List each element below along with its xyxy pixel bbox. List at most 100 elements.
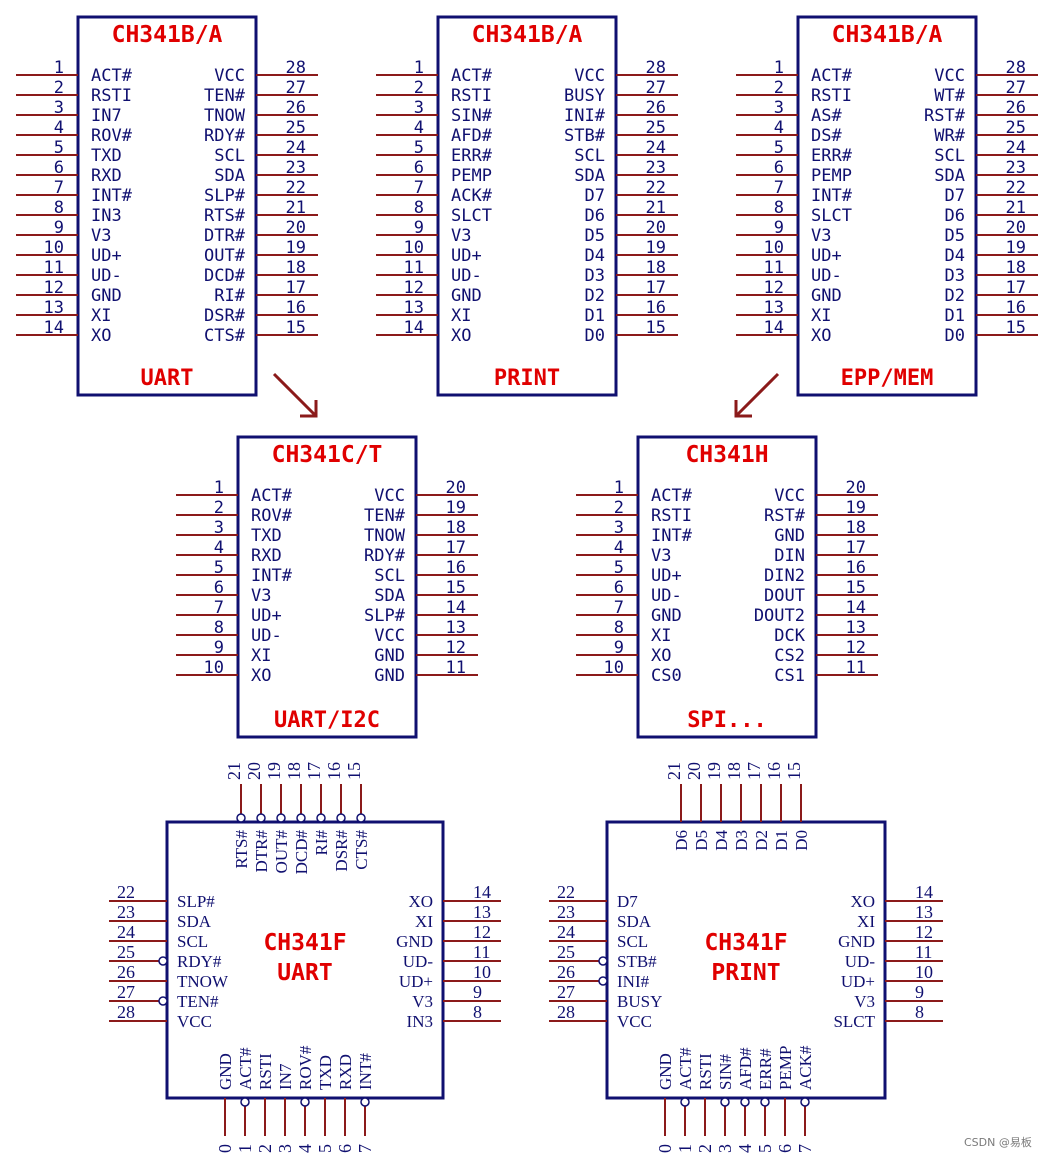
pin-label: BUSY — [564, 86, 605, 106]
pin-number: 18 — [1006, 258, 1026, 278]
pin-label: D6 — [672, 830, 691, 851]
pin-number: 27 — [557, 982, 575, 1002]
pin-label: VCC — [774, 486, 805, 506]
pin-label: UD+ — [251, 606, 282, 626]
pin-number: 28 — [646, 58, 666, 78]
pin-label: ACT# — [811, 66, 853, 86]
pin-number: 5 — [414, 138, 424, 158]
pin-number: 19 — [446, 498, 466, 518]
watermark: CSDN @易板 — [964, 1135, 1032, 1149]
pin-label: WR# — [934, 126, 965, 146]
active-low-bubble — [760, 1097, 770, 1107]
pin-number: 11 — [915, 942, 932, 962]
pin-number: 11 — [404, 258, 424, 278]
pin-label: UD+ — [91, 246, 122, 266]
pin-label: CS0 — [651, 666, 682, 686]
chip-title: CH341F — [704, 930, 787, 956]
pin-label: PEMP — [451, 166, 492, 186]
chip-title: CH341B/A — [832, 22, 943, 48]
pin-label: SCL — [934, 146, 965, 166]
pin-label: ERR# — [451, 146, 493, 166]
pin-label: XI — [251, 646, 271, 666]
pin-label: D5 — [585, 226, 605, 246]
pin-number: 27 — [117, 982, 135, 1002]
pin-label: OUT# — [272, 830, 291, 874]
pin-label: XO — [251, 666, 271, 686]
pin-number: 12 — [404, 278, 424, 298]
pin-number: 6 — [775, 1144, 795, 1153]
pin-label: RXD — [336, 1054, 355, 1090]
pin-label: SCL — [214, 146, 245, 166]
pin-label: SLCT — [811, 206, 852, 226]
pin-label: GND — [396, 932, 433, 951]
pin-label: V3 — [854, 992, 875, 1011]
pin-label: UD+ — [841, 972, 875, 991]
active-low-bubble — [598, 956, 608, 966]
chip-mode: UART — [141, 366, 194, 391]
pin-number: 24 — [646, 138, 666, 158]
pin-number: 20 — [286, 218, 306, 238]
pin-label: V3 — [91, 226, 111, 246]
pin-label: DTR# — [252, 830, 271, 873]
pin-number: 23 — [117, 902, 135, 922]
pin-label: RSTI — [651, 506, 692, 526]
pin-label: VCC — [374, 486, 405, 506]
active-low-bubble — [236, 813, 246, 823]
pin-number: 20 — [446, 478, 466, 498]
pin-number: 23 — [1006, 158, 1026, 178]
pin-label: D6 — [585, 206, 605, 226]
pin-label: UD- — [845, 952, 876, 971]
pin-number: 12 — [446, 638, 466, 658]
pin-label: VCC — [374, 626, 405, 646]
pin-number: 26 — [286, 98, 306, 118]
pin-number: 26 — [646, 98, 666, 118]
pin-label: TNOW — [177, 972, 229, 991]
pin-label: INT# — [251, 566, 293, 586]
pin-number: 7 — [614, 598, 624, 618]
chip-mode: SPI... — [687, 708, 766, 733]
chip-ch341f-print: CH341FPRINT21D620D519D418D317D216D115D02… — [549, 762, 943, 1153]
pin-label: INT# — [91, 186, 133, 206]
active-low-bubble — [800, 1097, 810, 1107]
pin-label: D1 — [772, 830, 791, 851]
pin-number: 15 — [1006, 318, 1026, 338]
pin-label: SDA — [574, 166, 605, 186]
pin-label: DOUT2 — [754, 606, 805, 626]
pin-label: DTR# — [204, 226, 246, 246]
pin-label: CS2 — [774, 646, 805, 666]
pin-number: 7 — [414, 178, 424, 198]
pin-label: D7 — [945, 186, 965, 206]
pin-label: SDA — [617, 912, 652, 931]
pin-number: 25 — [117, 942, 135, 962]
pin-label: RSTI — [91, 86, 132, 106]
pin-label: VCC — [617, 1012, 652, 1031]
pin-number: 17 — [286, 278, 306, 298]
pin-label: VCC — [177, 1012, 212, 1031]
pin-label: SLP# — [364, 606, 406, 626]
pin-number: 4 — [295, 1144, 315, 1153]
pin-number: 13 — [446, 618, 466, 638]
pin-label: DCD# — [204, 266, 246, 286]
pin-label: D3 — [732, 830, 751, 851]
pin-number: 24 — [117, 922, 135, 942]
pin-label: DOUT — [764, 586, 805, 606]
pin-number: 1 — [235, 1144, 255, 1153]
active-low-bubble — [256, 813, 266, 823]
pin-label: ACT# — [251, 486, 293, 506]
pin-label: SLP# — [204, 186, 246, 206]
pin-number: 28 — [557, 1002, 575, 1022]
pin-number: 9 — [54, 218, 64, 238]
pin-label: D4 — [585, 246, 605, 266]
pin-label: TXD — [91, 146, 122, 166]
pin-number: 9 — [774, 218, 784, 238]
pin-label: D0 — [585, 326, 605, 346]
pin-number: 16 — [1006, 298, 1026, 318]
pin-label: INI# — [617, 972, 650, 991]
pin-number: 7 — [54, 178, 64, 198]
pin-label: GND — [374, 646, 405, 666]
pin-number: 22 — [557, 882, 575, 902]
pin-label: SCL — [177, 932, 208, 951]
pin-number: 24 — [1006, 138, 1026, 158]
pin-label: D5 — [692, 830, 711, 851]
pin-number: 20 — [1006, 218, 1026, 238]
